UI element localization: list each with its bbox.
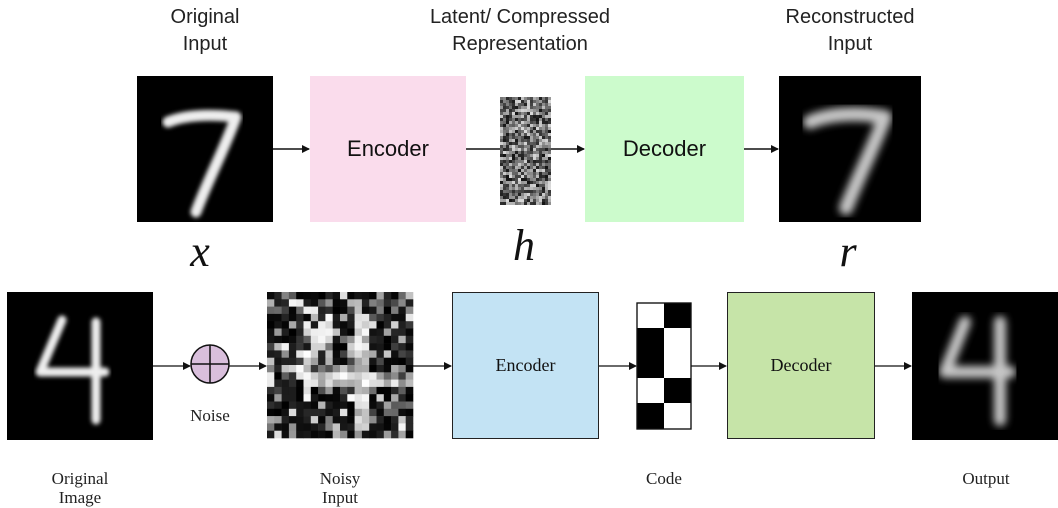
output-image-four bbox=[912, 292, 1058, 440]
reconstructed-input-label: Reconstructed Input bbox=[785, 6, 915, 55]
variable-r: r bbox=[839, 227, 857, 276]
code-label: Code bbox=[646, 469, 682, 488]
plus-circle-icon bbox=[190, 344, 230, 384]
output-label: Output bbox=[962, 469, 1010, 488]
variable-x: x bbox=[190, 227, 210, 276]
encoder-label-top: Encoder bbox=[347, 136, 429, 161]
encoder-block-bottom: Encoder bbox=[452, 292, 599, 439]
latent-representation-label: Latent/ Compressed Representation bbox=[429, 6, 611, 55]
decoder-block-bottom: Decoder bbox=[727, 292, 875, 439]
original-input-image bbox=[137, 76, 273, 222]
noisy-input-image bbox=[267, 292, 414, 439]
latent-representation-strip bbox=[500, 97, 551, 205]
variable-h: h bbox=[513, 221, 535, 270]
original-input-label: Original Input bbox=[170, 6, 240, 55]
noise-label: Noise bbox=[190, 406, 230, 425]
decoder-label-top: Decoder bbox=[622, 136, 707, 161]
noisy-input-label: Noisy Input bbox=[319, 469, 361, 507]
original-image-label: Original Image bbox=[51, 469, 109, 507]
encoder-block-top bbox=[310, 76, 466, 222]
reconstructed-input-image bbox=[779, 76, 921, 222]
original-image-four bbox=[7, 292, 153, 440]
decoder-block-top bbox=[585, 76, 744, 222]
code-strip bbox=[636, 302, 692, 430]
